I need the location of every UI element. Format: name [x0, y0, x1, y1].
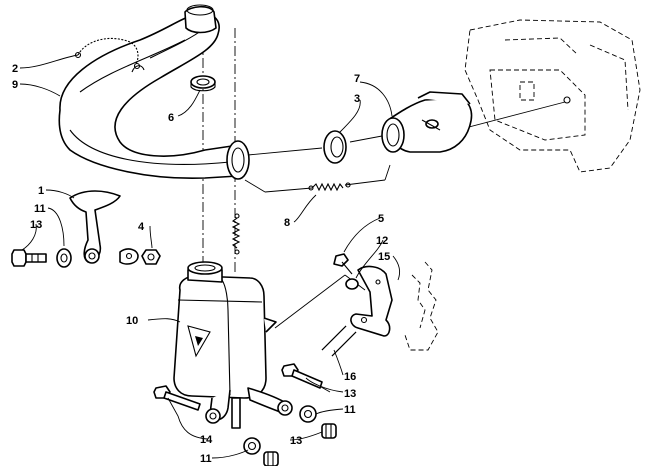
grommets-14: [263, 423, 337, 466]
callout-label: 1: [38, 185, 44, 197]
callout-label: 11: [34, 203, 46, 215]
expansion-chamber-pipe: [58, 4, 250, 180]
bolt-13-silencer-left: [153, 385, 201, 411]
callout-label: 5: [378, 213, 384, 225]
callout-label: 7: [354, 73, 360, 85]
callout-label: 11: [200, 453, 212, 465]
callout-label: 2: [12, 63, 18, 75]
spacer-11-bottom: [243, 437, 261, 455]
callout-label: 13: [30, 219, 42, 231]
callout-label: 13: [290, 435, 302, 447]
callout-label: 14: [200, 434, 213, 446]
seal-ring: [323, 130, 347, 164]
callout-label: 3: [354, 93, 360, 105]
engine-block: [464, 19, 641, 173]
pipe-spring: [74, 37, 141, 70]
callout-label: 15: [378, 251, 390, 263]
callout-label: 10: [126, 315, 138, 327]
pipe-support-bracket: [69, 190, 139, 265]
nut-4: [141, 249, 161, 265]
grommet: [190, 75, 216, 92]
silencer: [173, 261, 293, 429]
chassis-bracket-outline: [404, 261, 439, 351]
spacer-11-left: [56, 248, 72, 268]
callout-label: 11: [344, 404, 356, 416]
bolt-13-left: [11, 249, 47, 267]
exhaust-manifold: [381, 91, 473, 153]
leader-lines: [19, 54, 401, 459]
callout-label: 9: [12, 79, 18, 91]
callout-label: 16: [344, 371, 356, 383]
spacer-11-right: [299, 405, 317, 423]
callout-label: 13: [344, 388, 356, 400]
silencer-mount-bracket: [321, 253, 393, 357]
callout-label: 6: [168, 112, 174, 124]
callout-label: 4: [138, 221, 145, 233]
springs: [231, 182, 351, 255]
callout-label: 8: [284, 217, 290, 229]
callout-labels: 2 9 6 7 3 8 1 11 13 4 10 5 12 15 16 13 1…: [12, 63, 390, 465]
callout-label: 12: [376, 235, 388, 247]
